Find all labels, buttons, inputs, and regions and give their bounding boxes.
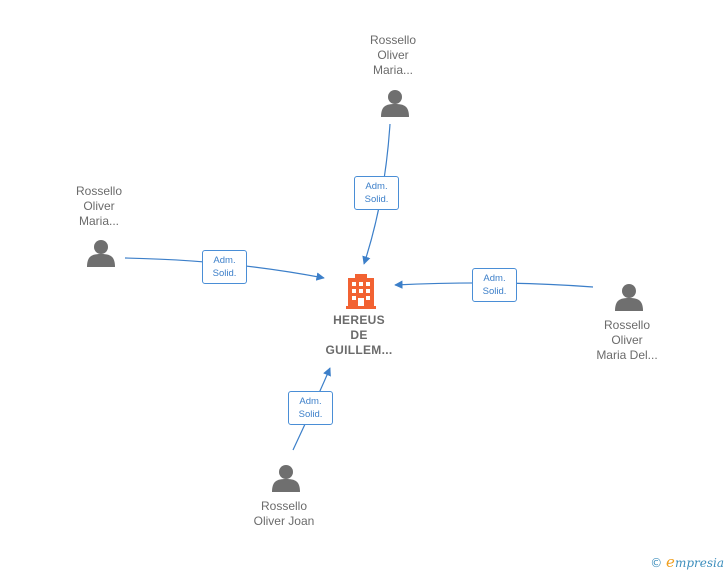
person-icon[interactable]: [87, 240, 115, 267]
building-icon[interactable]: [346, 274, 376, 309]
person-name-left[interactable]: Rossello Oliver Maria...: [75, 184, 123, 228]
relation-label-right[interactable]: Adm. Solid.: [472, 268, 517, 302]
empresia-watermark[interactable]: © empresia: [650, 553, 724, 571]
person-name-bottom[interactable]: Rossello Oliver Joan: [253, 499, 315, 528]
copyright-icon: ©: [650, 556, 663, 570]
person-icon[interactable]: [615, 284, 643, 311]
relation-label-bottom[interactable]: Adm. Solid.: [288, 391, 333, 425]
empresia-logo-initial: e: [666, 553, 675, 571]
person-name-right[interactable]: Rossello Oliver Maria Del...: [596, 318, 658, 362]
person-icon[interactable]: [272, 465, 300, 492]
relation-label-top[interactable]: Adm. Solid.: [354, 176, 399, 210]
relation-label-left[interactable]: Adm. Solid.: [202, 250, 247, 284]
company-name[interactable]: HEREUS DE GUILLEM...: [325, 313, 393, 357]
person-icon[interactable]: [381, 90, 409, 117]
person-name-top[interactable]: Rossello Oliver Maria...: [369, 33, 417, 77]
empresia-logo-text: mpresia: [674, 556, 724, 570]
